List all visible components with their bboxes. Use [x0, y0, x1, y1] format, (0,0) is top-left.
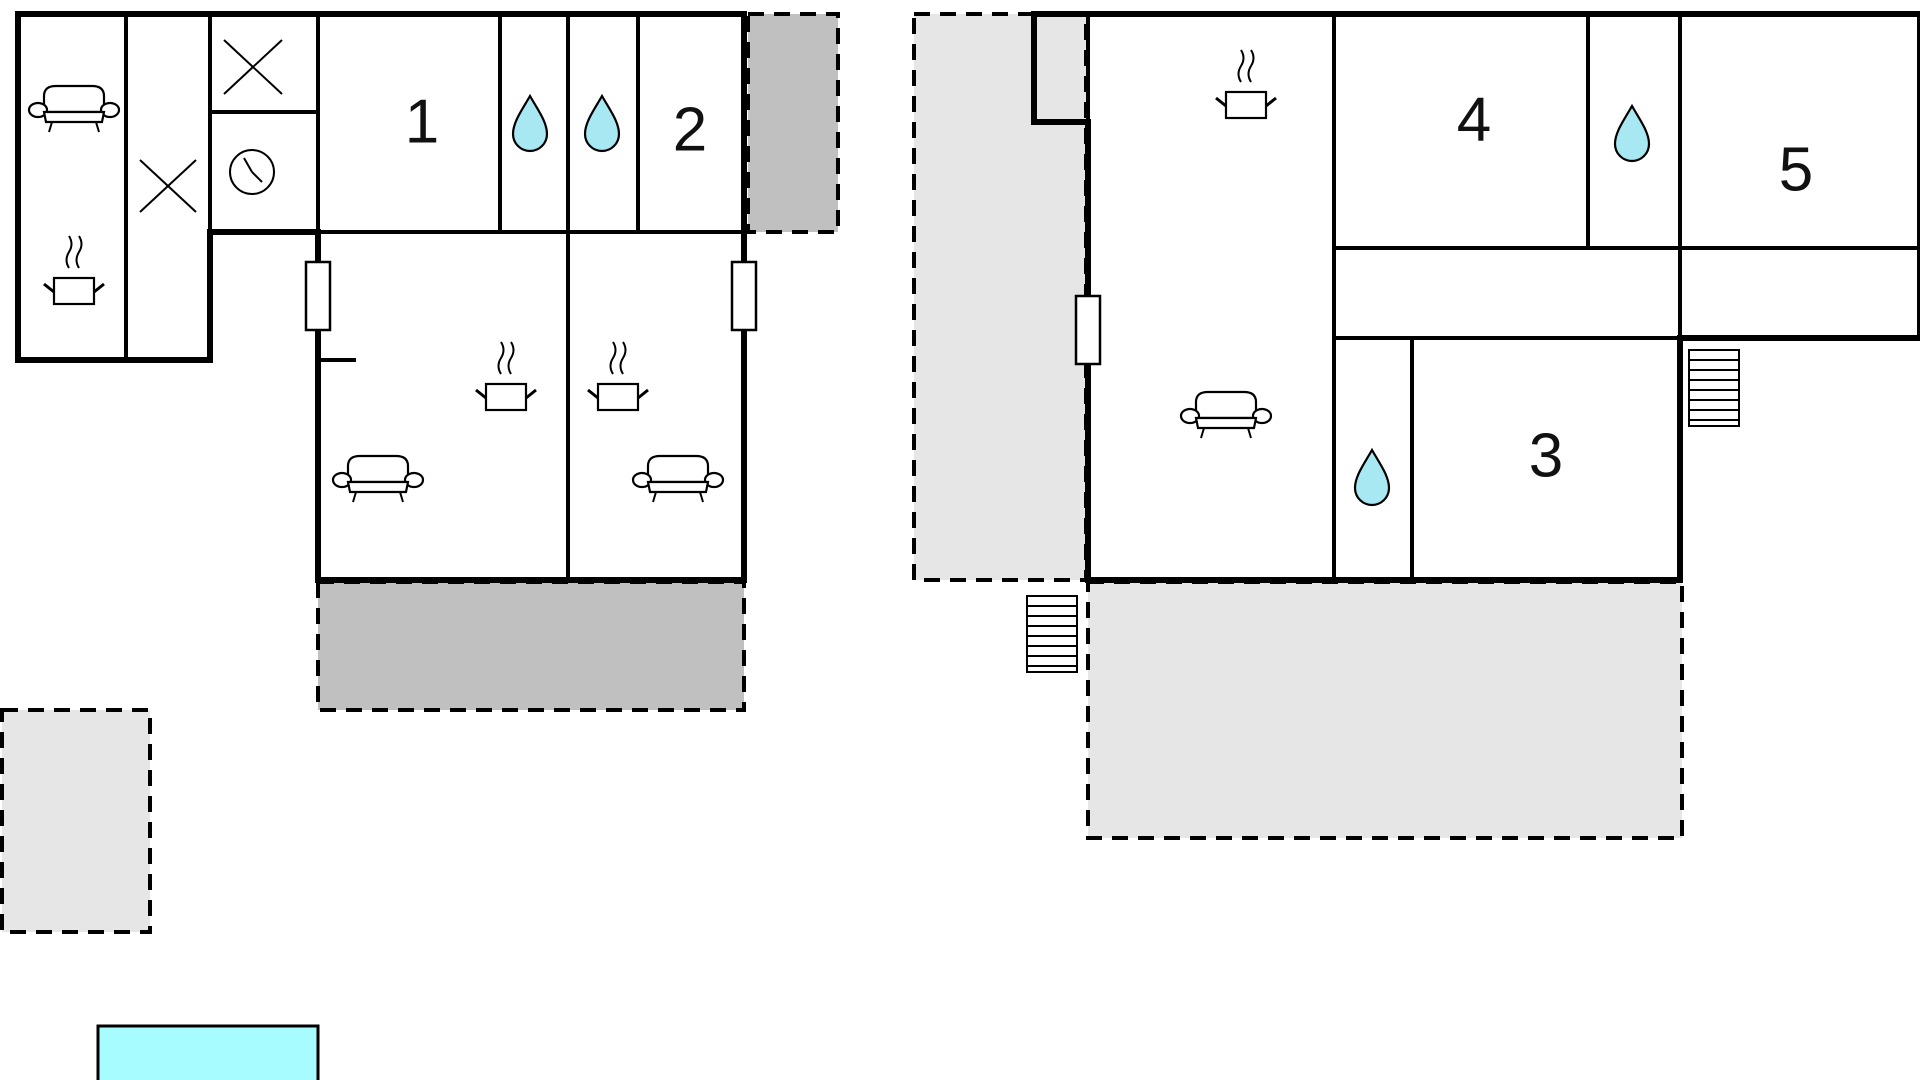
terrace-right-bottom [1086, 580, 1684, 840]
terrace-small [0, 708, 152, 934]
sofa-icon [331, 454, 425, 504]
stairs-icon [1688, 349, 1740, 427]
cooking-pot-icon [42, 234, 106, 306]
water-drop-icon [583, 94, 621, 153]
cross-icon [139, 159, 197, 213]
room-number-1: 1 [405, 87, 439, 156]
cooking-pot-icon [586, 340, 650, 412]
left-building [15, 11, 747, 583]
room-number-4: 4 [1457, 85, 1491, 154]
sofa-icon [631, 454, 725, 504]
room-number-3: 3 [1529, 421, 1563, 490]
cooking-pot-icon [1214, 48, 1278, 120]
water-drop-icon [1353, 448, 1391, 507]
stairs-icon [1026, 595, 1078, 673]
sofa-icon [1179, 390, 1273, 440]
cross-icon [223, 39, 283, 95]
window-icon [1074, 294, 1102, 366]
terrace-left-top [746, 12, 840, 234]
window-icon [730, 260, 758, 332]
terrace-right-side [912, 12, 1088, 582]
room-number-5: 5 [1779, 135, 1813, 204]
pool [96, 1024, 320, 1080]
water-drop-icon [1613, 104, 1651, 163]
clock-icon [229, 149, 275, 195]
water-drop-icon [511, 94, 549, 153]
room-number-2: 2 [673, 95, 707, 164]
sofa-icon [27, 84, 121, 134]
cooking-pot-icon [474, 340, 538, 412]
window-icon [304, 260, 332, 332]
right-building [1031, 11, 1920, 583]
terrace-left-bottom [316, 580, 746, 712]
